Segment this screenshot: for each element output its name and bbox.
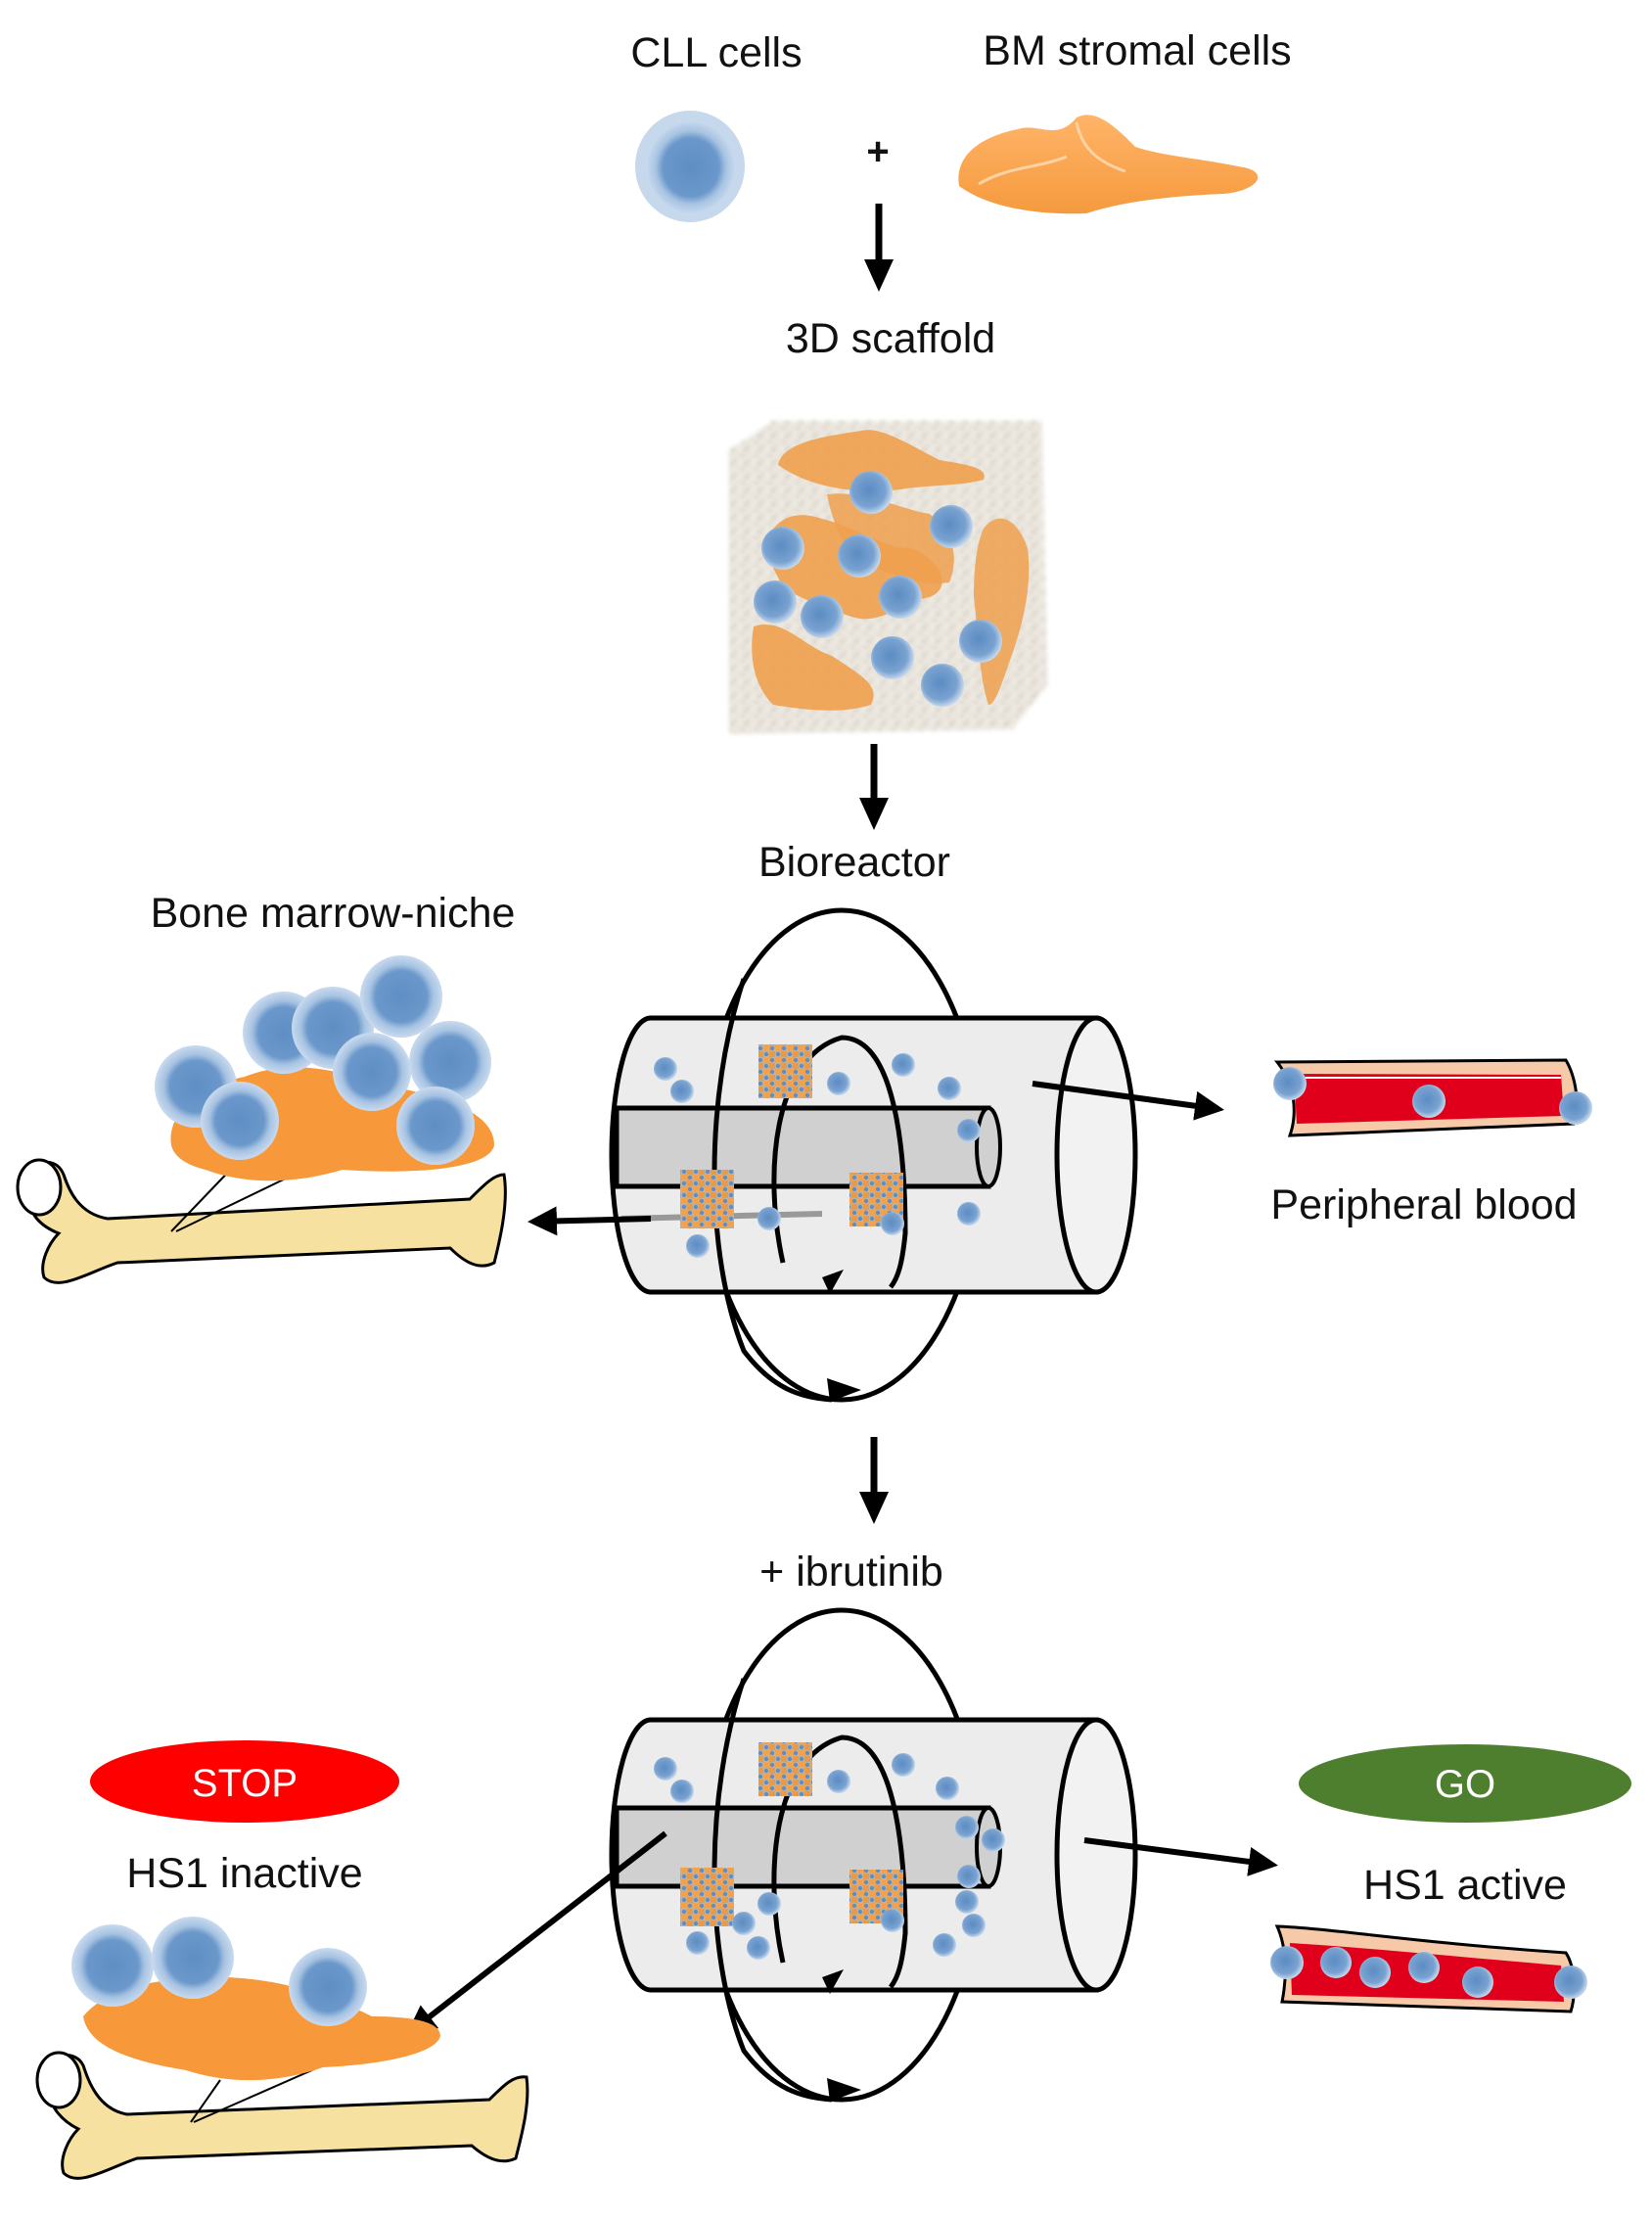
niche-cell-cluster <box>155 955 495 1232</box>
bioreactor-before-treatment <box>609 907 1138 1403</box>
bone-icon <box>35 2051 529 2180</box>
blood-vessel-icon <box>1273 1058 1592 1137</box>
bone-icon <box>16 1158 507 1284</box>
mini-scaffold-icon <box>758 1742 812 1796</box>
scaffold-label: 3D scaffold <box>786 315 995 362</box>
go-badge: GO <box>1299 1744 1631 1823</box>
bone-marrow-niche-label: Bone marrow-niche <box>151 890 516 937</box>
mini-scaffold-icon <box>758 1044 812 1098</box>
stop-badge-text: STOP <box>192 1762 298 1805</box>
ibrutinib-label: + ibrutinib <box>759 1549 943 1596</box>
go-badge-text: GO <box>1435 1763 1495 1806</box>
peripheral-blood-label: Peripheral blood <box>1270 1181 1577 1228</box>
plus-sign: + <box>866 130 889 173</box>
stromal-cells-label: BM stromal cells <box>983 27 1291 74</box>
cll-cells-label: CLL cells <box>630 29 802 76</box>
scaffold-3d-icon <box>729 421 1047 734</box>
arrow-down-1 <box>864 204 894 292</box>
bioreactor-after-treatment <box>609 1607 1138 2103</box>
mini-scaffold-icon <box>680 1170 734 1228</box>
arrow-to-peripheral-blood <box>1032 1081 1224 1121</box>
niche-cell-cluster-treated <box>71 1917 440 2123</box>
hs1-inactive-label: HS1 inactive <box>126 1850 362 1897</box>
arrow-down-3 <box>859 1437 889 1524</box>
hs1-active-label: HS1 active <box>1363 1862 1567 1909</box>
blood-vessel-icon-treated <box>1270 1924 1587 2013</box>
mini-scaffold-icon <box>680 1868 734 1926</box>
arrow-to-bone-marrow <box>528 1206 652 1236</box>
stromal-cell-icon <box>958 115 1259 214</box>
arrow-to-bone-marrow-treated <box>406 1830 667 2035</box>
arrow-to-peripheral-blood-treated <box>1083 1837 1278 1876</box>
cll-cell-icon <box>635 111 745 222</box>
arrow-down-2 <box>859 744 889 830</box>
stop-badge: STOP <box>90 1740 399 1823</box>
bioreactor-label: Bioreactor <box>758 839 950 886</box>
